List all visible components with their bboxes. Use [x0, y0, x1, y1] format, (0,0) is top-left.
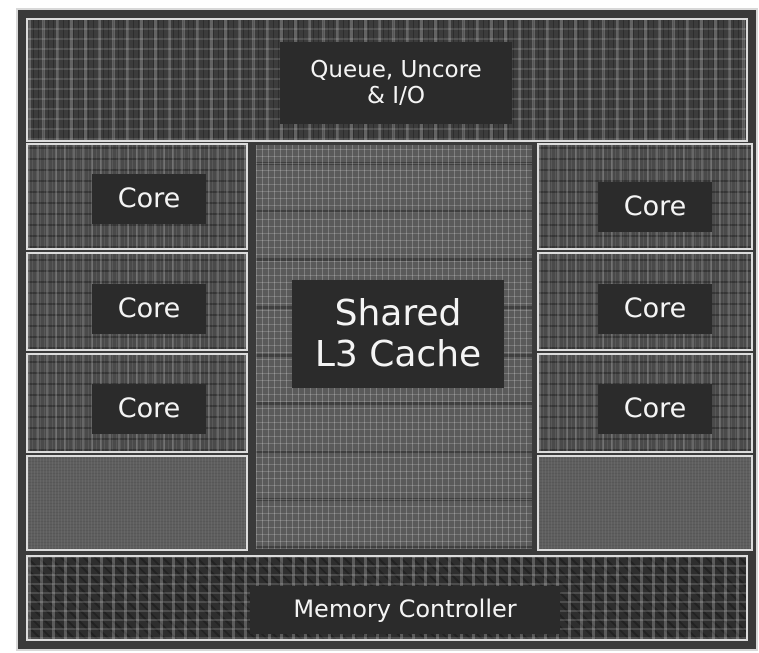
blank-region-left — [26, 455, 248, 551]
memory-controller-label: Memory Controller — [250, 586, 560, 634]
l3-cache-label: Shared L3 Cache — [292, 280, 504, 388]
cpu-die-image: Queue, Uncore & I/O Core Core Core Share… — [16, 8, 758, 651]
core-label-left-3: Core — [92, 384, 206, 434]
core-label-left-1: Core — [92, 174, 206, 224]
core-label-right-3: Core — [598, 384, 712, 434]
uncore-label: Queue, Uncore & I/O — [280, 42, 512, 124]
core-label-right-2: Core — [598, 284, 712, 334]
core-region-right-3 — [537, 353, 753, 453]
core-label-left-2: Core — [92, 284, 206, 334]
core-label-right-1: Core — [598, 182, 712, 232]
blank-region-right — [537, 455, 753, 551]
